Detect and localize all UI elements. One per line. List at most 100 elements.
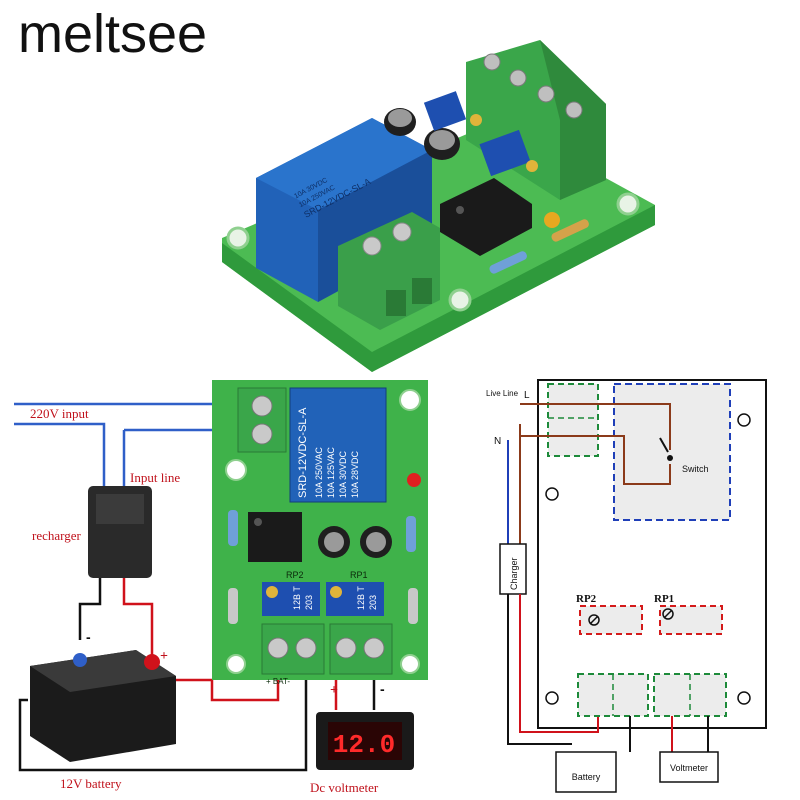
label-switch: Switch: [682, 464, 709, 474]
pot-knob: [266, 586, 278, 598]
resistor: [228, 510, 238, 546]
diode: [408, 588, 418, 624]
brand-logo: meltsee: [18, 4, 207, 64]
ic-dot: [254, 518, 262, 526]
label-bat-terminal: + BAT-: [266, 677, 290, 686]
terminal-screw: [509, 69, 527, 87]
capacitor-top: [429, 130, 455, 150]
schematic-right: Switch Live Line L N Charger RP2 RP1: [486, 379, 767, 793]
svg-text:10A 250VAC: 10A 250VAC: [314, 447, 324, 498]
switch-contact: [659, 437, 669, 453]
rp2-area: [579, 605, 643, 635]
mount-hole: [400, 654, 420, 674]
mount-hole: [226, 226, 250, 250]
battery-box: [555, 751, 617, 793]
led: [407, 473, 421, 487]
terminal-screw: [295, 637, 317, 659]
pot-knob: [470, 114, 482, 126]
capacitor-top: [388, 109, 412, 127]
wire-charger-neg: [507, 594, 572, 745]
wire-battery-neg: [18, 660, 308, 772]
voltmeter-display: [328, 722, 402, 760]
terminal-block-rear-side: [540, 40, 606, 200]
terminal-screw: [362, 236, 382, 256]
svg-text:10A 28VDC: 10A 28VDC: [350, 450, 360, 498]
relay-topview: [289, 387, 387, 503]
mount-hole: [226, 654, 246, 674]
ceramic-cap: [544, 212, 560, 228]
capacitor-top: [324, 532, 344, 552]
diode: [228, 588, 238, 624]
battery-terminal-neg: [73, 653, 87, 667]
label-rp2: RP2: [576, 593, 597, 605]
pcb-board-edge: [222, 205, 655, 372]
svg-text:203: 203: [368, 595, 378, 610]
recharger-label-plate: [96, 494, 144, 524]
mount-hole: [399, 389, 421, 411]
ic-dot: [456, 206, 464, 214]
mount-hole: [545, 487, 559, 501]
label-input-line: Input line: [130, 470, 180, 485]
charger-label-group: Charger: [509, 557, 519, 590]
terminal-slot: [386, 290, 406, 316]
pot-knob: [526, 160, 538, 172]
battery-plus-sign: +: [160, 649, 168, 664]
label-rp1-board: RP1: [350, 570, 368, 580]
label-charger: Charger: [509, 557, 519, 590]
mount-hole: [616, 192, 640, 216]
voltmeter-reading: 12.0: [333, 730, 395, 760]
battery-terminal-pos: [144, 654, 160, 670]
label-recharger: recharger: [32, 528, 82, 543]
label-rp2-board: RP2: [286, 570, 304, 580]
wire-battery-pos: [176, 660, 280, 702]
wire-ac-2: [14, 422, 106, 488]
charger-box: [499, 543, 527, 595]
potentiometer: [423, 91, 467, 131]
svg-text:12B T: 12B T: [292, 586, 302, 610]
ic-chip: [440, 178, 532, 256]
mount-hole: [225, 459, 247, 481]
input-terminal-area: [547, 383, 599, 457]
terminal-screw: [483, 53, 501, 71]
svg-text:203: 203: [304, 595, 314, 610]
svg-text:10A 30VDC: 10A 30VDC: [338, 450, 348, 498]
volt-plus-sign: +: [330, 683, 338, 698]
mount-hole: [545, 691, 559, 705]
terminal-screw: [363, 637, 385, 659]
resistor: [406, 516, 416, 552]
relay-topview-print: SRD-12VDC-SL-A 10A 250VAC 10A 125VAC 10A…: [297, 407, 360, 498]
resistor: [489, 251, 527, 274]
label-voltmeter: Voltmeter: [670, 763, 708, 773]
capacitor-top: [366, 532, 386, 552]
terminal-screw: [537, 85, 555, 103]
rp1-knob: [662, 608, 674, 620]
rp2-knob: [588, 614, 600, 626]
wiring-diagram-left: 220V input Input line recharger - + 12V …: [14, 380, 428, 795]
mount-hole: [737, 691, 751, 705]
label-l: L: [524, 390, 530, 401]
terminal-screw: [251, 423, 273, 445]
rp2-knob-slot: [589, 615, 599, 625]
volt-minus-sign: -: [380, 681, 385, 697]
terminal-screw: [335, 637, 357, 659]
label-220v: 220V input: [30, 406, 89, 421]
wire-live: [520, 403, 671, 450]
mount-hole: [737, 413, 751, 427]
potentiometer: [479, 129, 531, 177]
terminal-screw: [565, 101, 583, 119]
voltmeter-box: [659, 751, 719, 783]
rp1-area: [659, 605, 723, 635]
terminal-slot: [412, 278, 432, 304]
switch-node: [667, 455, 673, 461]
rp1-knob-slot: [663, 609, 673, 619]
wire-charger-pos: [519, 594, 599, 733]
pot-rp1-print: 203 12B T: [356, 586, 378, 610]
terminal-screw: [267, 637, 289, 659]
pot-rp2-print: 203 12B T: [292, 586, 314, 610]
relay-top: [256, 118, 432, 210]
battery-minus-sign: -: [86, 629, 91, 645]
pot-knob: [330, 586, 342, 598]
wire-live-return: [520, 435, 671, 485]
